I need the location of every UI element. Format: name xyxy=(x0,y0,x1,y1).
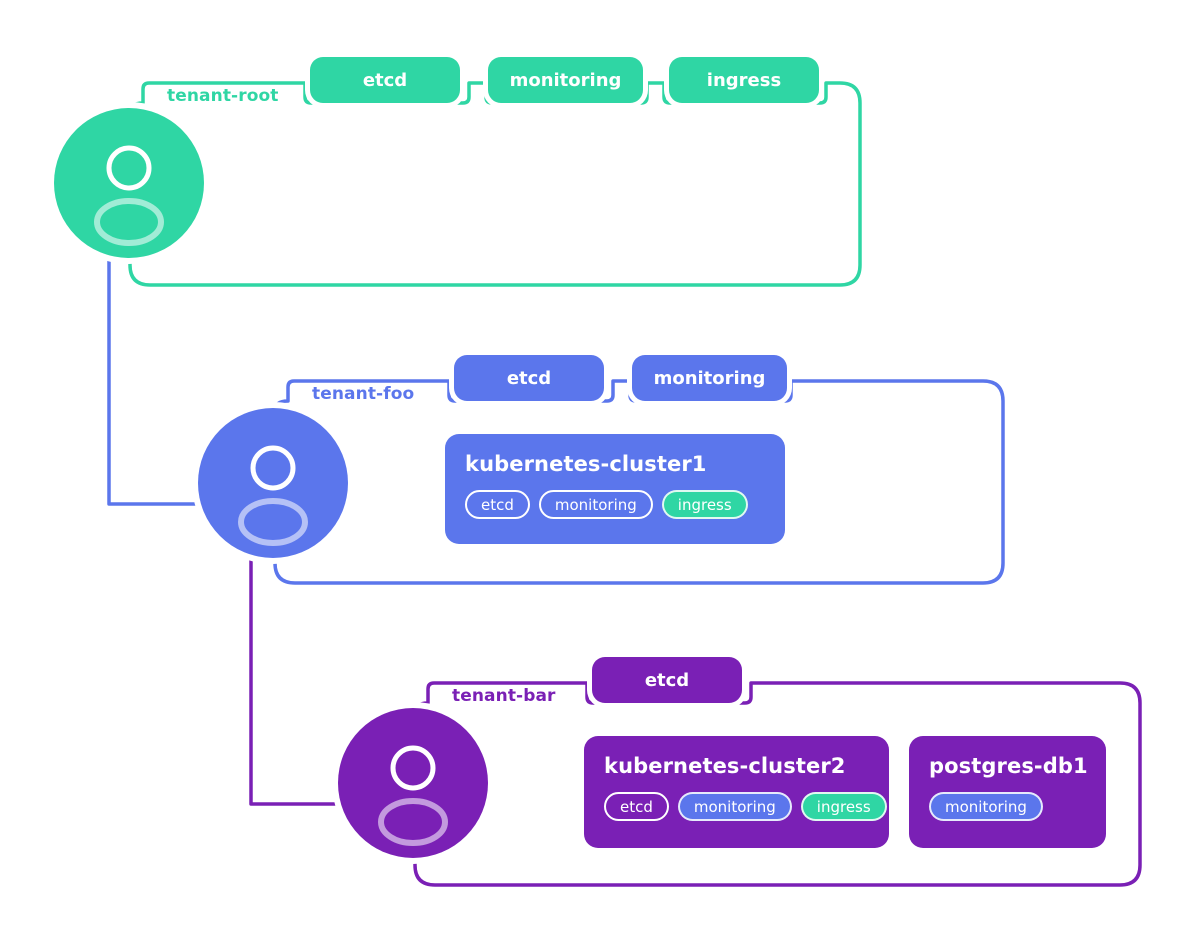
tenant-root-chip-etcd[interactable]: etcd xyxy=(310,57,460,103)
chip-label: monitoring xyxy=(945,797,1027,816)
tenant-bar-label: tenant-bar xyxy=(445,688,563,705)
user-avatar-icon xyxy=(378,745,448,846)
chip-label: etcd xyxy=(506,367,552,389)
chip-label: monitoring xyxy=(554,495,637,514)
card-chip-monitoring[interactable]: monitoring xyxy=(929,792,1043,821)
user-avatar-icon xyxy=(238,445,308,546)
chip-label: ingress xyxy=(677,495,732,514)
tenant-root-chip-monitoring[interactable]: monitoring xyxy=(488,57,643,103)
card-chip-list: monitoring xyxy=(929,792,1086,821)
card-chip-monitoring[interactable]: monitoring xyxy=(677,792,792,821)
tenant-group-bar: tenant-bar etcd kubernetes-cluster2 etcd… xyxy=(0,600,1200,950)
tenant-bar-avatar[interactable] xyxy=(338,708,488,858)
chip-label: monitoring xyxy=(653,367,766,389)
chip-label: ingress xyxy=(816,797,871,816)
user-avatar-icon xyxy=(94,145,164,246)
chip-label: monitoring xyxy=(693,797,776,816)
chip-label: etcd xyxy=(644,669,690,691)
card-chip-ingress[interactable]: ingress xyxy=(661,490,748,519)
tenant-bar-frame xyxy=(413,681,1142,887)
tenant-root-chip-ingress[interactable]: ingress xyxy=(669,57,819,103)
card-chip-etcd[interactable]: etcd xyxy=(465,490,530,519)
tenant-group-root: tenant-root etcd monitoring ingress xyxy=(0,0,1200,320)
tenant-foo-chip-monitoring[interactable]: monitoring xyxy=(632,355,787,401)
card-title: kubernetes-cluster1 xyxy=(465,452,707,476)
tenant-group-foo: tenant-foo etcd monitoring kubernetes-cl… xyxy=(0,300,1200,620)
chip-label: etcd xyxy=(481,495,514,514)
card-chip-list: etcd monitoring ingress xyxy=(604,792,887,821)
card-chip-etcd[interactable]: etcd xyxy=(604,792,669,821)
card-chip-monitoring[interactable]: monitoring xyxy=(538,490,653,519)
resource-card-kubernetes-cluster2[interactable]: kubernetes-cluster2 etcd monitoring ingr… xyxy=(584,736,889,848)
tenant-foo-avatar[interactable] xyxy=(198,408,348,558)
card-title: postgres-db1 xyxy=(929,754,1088,778)
chip-label: etcd xyxy=(620,797,653,816)
chip-label: monitoring xyxy=(509,69,622,91)
resource-card-postgres-db1[interactable]: postgres-db1 monitoring xyxy=(909,736,1106,848)
card-chip-list: etcd monitoring ingress xyxy=(465,490,765,519)
tenant-root-frame xyxy=(128,81,862,287)
tenant-foo-frame xyxy=(273,379,1005,585)
tenant-root-label: tenant-root xyxy=(160,88,286,105)
tenant-bar-chip-etcd[interactable]: etcd xyxy=(592,657,742,703)
tenant-foo-chip-etcd[interactable]: etcd xyxy=(454,355,604,401)
chip-label: etcd xyxy=(362,69,408,91)
tenant-foo-label: tenant-foo xyxy=(305,386,422,403)
tenant-root-avatar[interactable] xyxy=(54,108,204,258)
chip-label: ingress xyxy=(706,69,782,91)
resource-card-kubernetes-cluster1[interactable]: kubernetes-cluster1 etcd monitoring ingr… xyxy=(445,434,785,544)
card-chip-ingress[interactable]: ingress xyxy=(800,792,887,821)
card-title: kubernetes-cluster2 xyxy=(604,754,846,778)
